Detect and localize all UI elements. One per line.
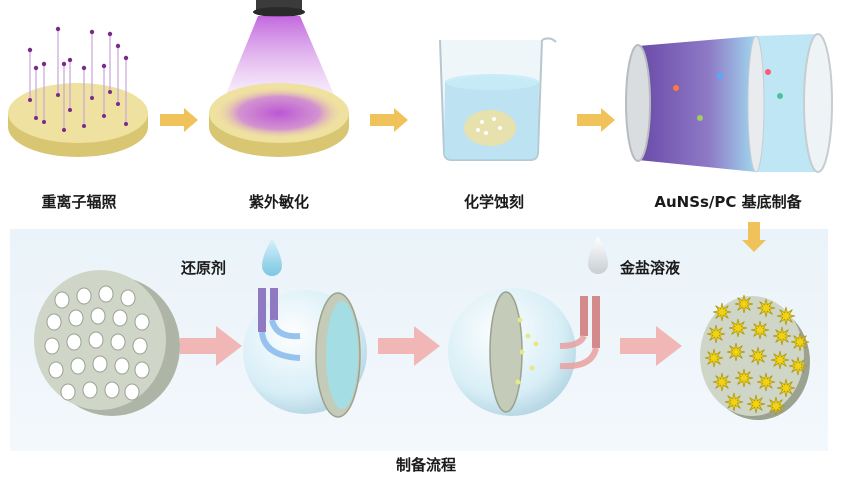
- ion-track-icon: [81, 65, 87, 128]
- membrane-pore: [54, 291, 70, 309]
- membrane-pore: [68, 309, 84, 327]
- reagent-label-reducing-agent: 还原剂: [181, 259, 227, 277]
- membrane-pore: [114, 357, 130, 375]
- ion-track-icon: [101, 63, 107, 118]
- ion-track-icon: [67, 57, 73, 112]
- reagent-label-gold-salt: 金盐溶液: [620, 259, 681, 277]
- membrane-pore: [66, 333, 82, 351]
- uv-lamp-icon: [222, 0, 338, 104]
- gold-nanostar-icon: [706, 324, 726, 344]
- arrow-icon: [160, 108, 198, 132]
- ion-track-icon: [115, 43, 121, 106]
- gold-nanostar-icon: [748, 346, 768, 366]
- gold-nanostar-icon: [726, 342, 746, 362]
- ion-track-icon: [55, 26, 61, 97]
- ion-track-icon: [41, 61, 47, 124]
- aunss-pc-tube: [625, 33, 833, 173]
- arrow-icon: [577, 108, 615, 132]
- membrane-pore: [110, 333, 126, 351]
- membrane-pore: [90, 307, 106, 325]
- ion-track-icon: [33, 65, 39, 120]
- ion-track-icon: [89, 29, 95, 100]
- arrow-icon: [620, 326, 682, 366]
- membrane-pore: [104, 381, 120, 399]
- membrane-pore: [82, 381, 98, 399]
- gold-nanostar-icon: [734, 294, 754, 314]
- diagram-caption: 制备流程: [395, 456, 457, 474]
- membrane-pore: [98, 285, 114, 303]
- ion-track-icon: [123, 55, 129, 126]
- gold-nanostar-icon: [770, 350, 790, 370]
- membrane-pore: [120, 289, 136, 307]
- membrane-pore: [44, 337, 60, 355]
- ion-track-icon: [27, 47, 33, 102]
- membrane-pore: [92, 355, 108, 373]
- step-label-irradiation: 重离子辐照: [41, 193, 117, 211]
- gold-nanostar-icon: [756, 372, 776, 392]
- gold-nanostar-icon: [750, 320, 770, 340]
- ion-track-icon: [61, 61, 67, 132]
- beaker-icon: [439, 37, 557, 161]
- gold-nanostar-icon: [776, 306, 796, 326]
- gold-salt-sphere: [448, 288, 600, 416]
- gold-nanostar-icon: [734, 368, 754, 388]
- gold-nanostar-icon: [772, 326, 792, 346]
- reduction-sphere: [243, 288, 367, 418]
- gold-nanostar-icon: [756, 298, 776, 318]
- gold-nanostar-icon: [776, 378, 796, 398]
- gold-nanostar-icon: [790, 332, 810, 352]
- arrow-icon: [378, 326, 440, 366]
- step-label-chemical-etching: 化学蚀刻: [463, 193, 525, 211]
- membrane-pore: [60, 383, 76, 401]
- gold-nanostar-icon: [766, 396, 786, 416]
- gold-nanostar-icon: [704, 294, 810, 416]
- gold-nanostar-icon: [712, 372, 732, 392]
- membrane-pore: [88, 331, 104, 349]
- gold-nanostar-icon: [724, 392, 744, 412]
- membrane-pore: [44, 285, 150, 401]
- membrane-pore: [46, 313, 62, 331]
- gold-nanostar-icon: [704, 348, 724, 368]
- membrane-pore: [112, 309, 128, 327]
- irradiated-disc: [8, 83, 148, 157]
- down-arrow-icon: [742, 222, 766, 252]
- membrane-pore: [134, 361, 150, 379]
- droplet-icon: [588, 236, 608, 274]
- membrane-pore: [70, 357, 86, 375]
- gold-nanostar-icon: [728, 318, 748, 338]
- step-label-uv-sensitization: 紫外敏化: [248, 193, 310, 211]
- gold-nanostar-icon: [746, 394, 766, 414]
- membrane-pore: [134, 313, 150, 331]
- arrow-icon: [370, 108, 408, 132]
- gold-nanostar-icon: [712, 302, 732, 322]
- membrane-pore: [48, 361, 64, 379]
- arrow-icon: [180, 326, 242, 366]
- membrane-pore: [132, 337, 148, 355]
- gold-nanostar-icon: [788, 356, 808, 376]
- membrane-pore: [124, 383, 140, 401]
- ion-track-icon: [107, 31, 113, 94]
- step-label-substrate-prep: AuNSs/PC 基底制备: [654, 193, 802, 211]
- droplet-icon: [262, 238, 282, 276]
- membrane-pore: [76, 287, 92, 305]
- uv-exposed-disc: [209, 83, 349, 157]
- ion-track-icon: [27, 26, 129, 132]
